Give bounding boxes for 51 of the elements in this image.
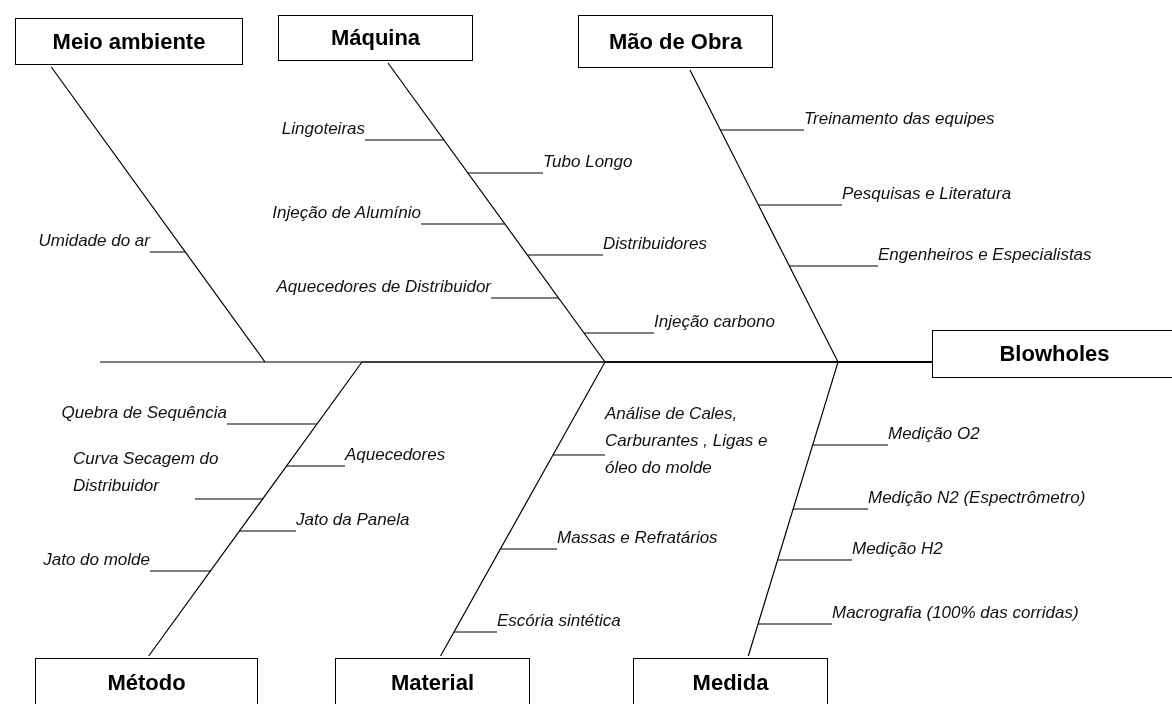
cause-label: Escória sintética <box>497 610 621 632</box>
cause-label: Distribuidores <box>603 233 707 255</box>
leader-line <box>812 444 889 446</box>
cause-label: Massas e Refratários <box>557 527 718 549</box>
cause-label: Medição N2 (Espectrômetro) <box>868 487 1086 509</box>
leader-line <box>285 465 346 467</box>
cause-label: Quebra de Sequência <box>61 402 227 424</box>
cause-label: Treinamento das equipes <box>804 108 995 130</box>
leader-line <box>583 332 655 334</box>
cause-label: Curva Secagem do Distribuidor <box>73 445 253 499</box>
leader-line <box>149 570 211 572</box>
cause-label: Lingoteiras <box>281 118 365 140</box>
cause-label: Medição O2 <box>888 423 980 445</box>
leader-line <box>226 423 318 425</box>
leader-line <box>499 548 558 550</box>
cause-label: Injeção carbono <box>654 311 775 333</box>
leader-line <box>719 129 805 131</box>
leader-line <box>467 172 544 174</box>
cause-label: Jato do molde <box>43 549 150 571</box>
cause-label: Umidade do ar <box>38 230 150 252</box>
cause-label: Engenheiros e Especialistas <box>878 244 1092 266</box>
leader-line <box>420 223 506 225</box>
category-box: Método <box>35 658 258 704</box>
cause-label: Análise de Cales, Carburantes , Ligas e óleo do molde <box>605 400 783 481</box>
category-box: Mão de Obra <box>578 15 773 68</box>
leader-line <box>788 265 879 267</box>
leader-line <box>364 139 445 141</box>
leader-line <box>792 508 869 510</box>
category-box: Meio ambiente <box>15 18 243 65</box>
leader-line <box>490 297 560 299</box>
leader-line <box>552 454 606 456</box>
cause-label: Jato da Panela <box>296 509 410 531</box>
leader-line <box>526 254 604 256</box>
leader-line <box>453 631 498 633</box>
cause-label: Injeção de Alumínio <box>272 202 421 224</box>
cause-label: Medição H2 <box>852 538 943 560</box>
cause-label: Tubo Longo <box>543 151 633 173</box>
leader-line <box>757 623 833 625</box>
leader-line <box>777 559 853 561</box>
effect-box: Blowholes <box>932 330 1172 378</box>
cause-label: Pesquisas e Literatura <box>842 183 1012 205</box>
cause-label: Aquecedores de Distribuidor <box>276 276 491 298</box>
leader-line <box>194 498 264 500</box>
leader-line <box>149 251 186 253</box>
leader-line <box>238 530 297 532</box>
category-box: Material <box>335 658 530 704</box>
leader-line <box>757 204 843 206</box>
category-box: Máquina <box>278 15 473 61</box>
cause-label: Macrografia (100% das corridas) <box>832 602 1079 624</box>
category-box: Medida <box>633 658 828 704</box>
cause-label: Aquecedores <box>345 444 446 466</box>
